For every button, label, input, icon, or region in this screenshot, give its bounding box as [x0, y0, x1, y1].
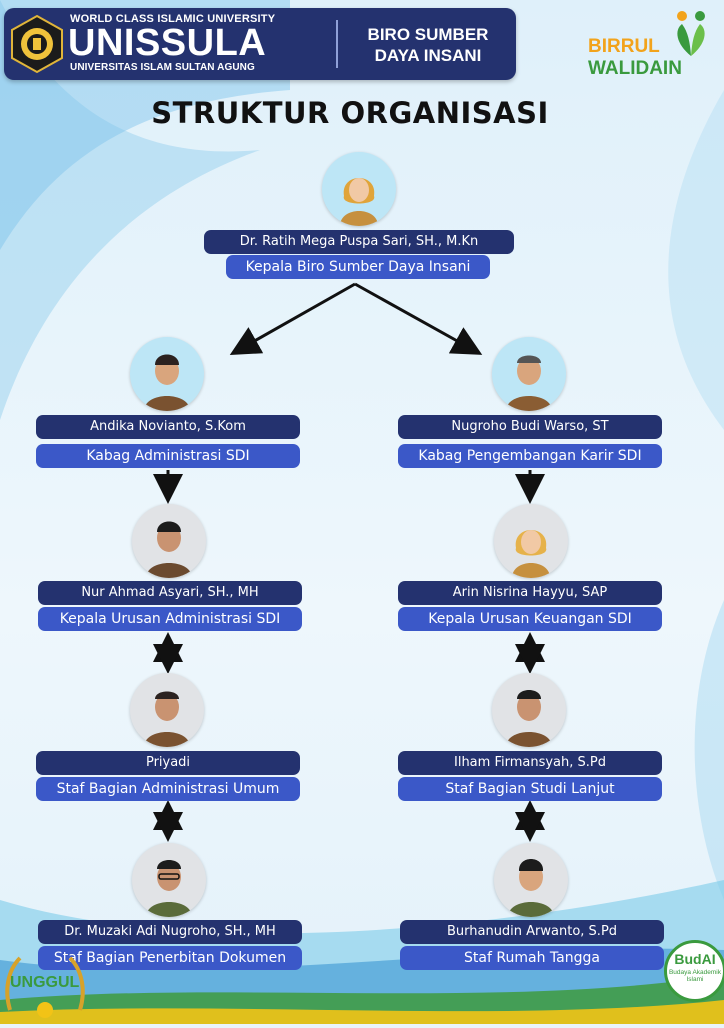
right-1-name: Nugroho Budi Warso, ST [398, 415, 662, 439]
right-2-name: Arin Nisrina Hayyu, SAP [398, 581, 662, 605]
university-tagline: WORLD CLASS ISLAMIC UNIVERSITY [70, 13, 276, 25]
avatar-right-1 [492, 337, 566, 411]
laurel-icon [5, 956, 85, 1018]
department-title-line2: DAYA INSANI [374, 46, 482, 65]
person-male-icon [144, 691, 190, 747]
left-1-name: Andika Novianto, S.Kom [36, 415, 300, 439]
university-name: UNISSULA [68, 22, 267, 64]
person-male-icon [146, 521, 192, 578]
header-divider [336, 20, 338, 68]
left-2-name: Nur Ahmad Asyari, SH., MH [38, 581, 302, 605]
right-3-role: Staf Bagian Studi Lanjut [398, 777, 662, 801]
right-2-role: Kepala Urusan Keuangan SDI [398, 607, 662, 631]
university-full-name: UNIVERSITAS ISLAM SULTAN AGUNG [70, 62, 255, 73]
university-seal-icon [11, 14, 63, 74]
budai-title: BudAI [674, 951, 716, 967]
left-4-role: Staf Bagian Penerbitan Dokumen [38, 946, 302, 970]
right-4-name: Burhanudin Arwanto, S.Pd [400, 920, 664, 944]
unggul-text: UNGGUL [10, 974, 80, 991]
budai-badge: BudAI Budaya Akademik Islami [664, 940, 724, 1002]
right-1-role: Kabag Pengembangan Karir SDI [398, 444, 662, 468]
birrul-text: BIRRUL [588, 36, 660, 57]
avatar-head [322, 152, 396, 226]
avatar-right-2 [494, 504, 568, 578]
left-4-name: Dr. Muzaki Adi Nugroho, SH., MH [38, 920, 302, 944]
budai-subtitle: Budaya Akademik Islami [668, 969, 722, 983]
avatar-left-3 [130, 673, 204, 747]
page-title: STRUKTUR ORGANISASI [151, 96, 549, 130]
avatar-left-2 [132, 504, 206, 578]
arrow-head-to-left [229, 282, 356, 355]
avatar-left-4 [132, 843, 206, 917]
avatar-right-4 [494, 843, 568, 917]
head-role: Kepala Biro Sumber Daya Insani [226, 255, 490, 279]
person-male-icon [506, 690, 552, 747]
arrow-head-to-right [354, 282, 483, 355]
left-3-name: Priyadi [36, 751, 300, 775]
avatar-left-1 [130, 337, 204, 411]
person-male-icon [508, 859, 554, 917]
unggul-badge: UNGGUL [0, 940, 90, 1024]
avatar-right-3 [492, 673, 566, 747]
header-banner: WORLD CLASS ISLAMIC UNIVERSITY UNISSULA … [4, 8, 516, 80]
left-2-role: Kepala Urusan Administrasi SDI [38, 607, 302, 631]
right-3-name: Ilham Firmansyah, S.Pd [398, 751, 662, 775]
leaf-people-icon [677, 11, 705, 56]
birrul-walidain-logo: BIRRUL WALIDAIN [586, 8, 720, 84]
person-male-icon [144, 354, 190, 411]
person-male-icon [506, 355, 552, 411]
department-title-line1: BIRO SUMBER [367, 25, 489, 44]
walidain-text: WALIDAIN [588, 58, 682, 79]
right-4-role: Staf Rumah Tangga [400, 946, 664, 970]
left-1-role: Kabag Administrasi SDI [36, 444, 300, 468]
person-male-icon [146, 860, 192, 917]
left-3-role: Staf Bagian Administrasi Umum [36, 777, 300, 801]
person-female-icon [340, 178, 378, 226]
person-female-icon [512, 530, 550, 578]
head-name: Dr. Ratih Mega Puspa Sari, SH., M.Kn [204, 230, 514, 254]
